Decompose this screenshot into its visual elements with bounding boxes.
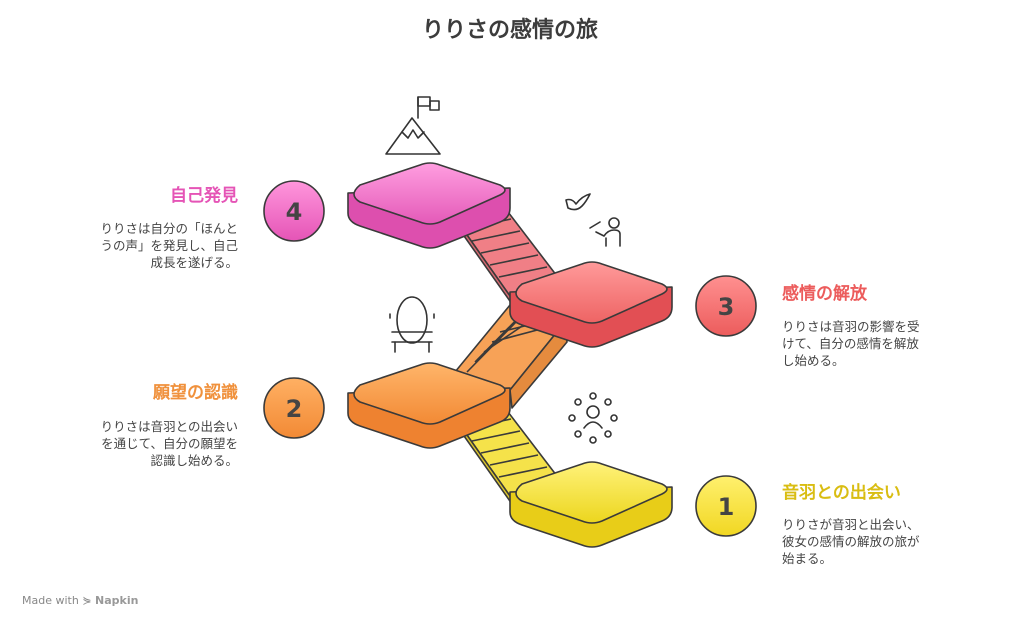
mountain-flag-icon bbox=[385, 96, 441, 155]
step-1-desc-line: りりさが音羽と出会い、 bbox=[782, 517, 920, 532]
staircase bbox=[347, 162, 673, 548]
step-1-description: りりさが音羽と出会い、 彼女の感情の解放の旅が 始まる。 bbox=[782, 516, 982, 567]
step-badge-2: 2 bbox=[263, 377, 325, 439]
step-number-4: 4 bbox=[286, 198, 303, 226]
step-3-description: りりさは音羽の影響を受 けて、自分の感情を解放 し始める。 bbox=[782, 318, 982, 369]
step-3-heading: 感情の解放 bbox=[782, 284, 867, 304]
step-3-desc-line: りりさは音羽の影響を受 bbox=[782, 319, 920, 334]
step-badge-1: 1 bbox=[695, 475, 757, 537]
napkin-logo-icon: ⋟ bbox=[82, 594, 92, 607]
mirror-icon bbox=[389, 296, 435, 353]
step-4-desc-line: うの声」を発見し、自己 bbox=[100, 238, 238, 253]
step-badge-4: 4 bbox=[263, 180, 325, 242]
step-3-desc-line: けて、自分の感情を解放 bbox=[782, 336, 919, 351]
step-number-1: 1 bbox=[718, 493, 735, 521]
step-badge-3: 3 bbox=[695, 275, 757, 337]
step-2-desc-line: を通じて、自分の願望を bbox=[101, 436, 238, 451]
step-3-desc-line: し始める。 bbox=[782, 353, 845, 368]
footer-credit[interactable]: Made with ⋟ Napkin bbox=[22, 594, 138, 607]
step-4-desc-line: 成長を遂げる。 bbox=[150, 255, 238, 270]
step-2-desc-line: りりさは音羽との出会い bbox=[100, 419, 238, 434]
step-1-desc-line: 彼女の感情の解放の旅が bbox=[782, 534, 920, 549]
step-1-heading: 音羽との出会い bbox=[782, 483, 901, 503]
people-circle-icon bbox=[568, 392, 618, 444]
footer-brand: Napkin bbox=[95, 594, 139, 607]
landing-4 bbox=[347, 162, 511, 249]
landing-3 bbox=[509, 261, 673, 348]
landing-1 bbox=[509, 461, 673, 548]
person-releasing-dove-icon bbox=[565, 193, 621, 247]
step-2-desc-line: 認識し始める。 bbox=[150, 453, 238, 468]
step-number-2: 2 bbox=[286, 395, 303, 423]
step-4-heading: 自己発見 bbox=[170, 186, 238, 206]
page-title: りりさの感情の旅 bbox=[421, 18, 598, 43]
step-2-description: りりさは音羽との出会い を通じて、自分の願望を 認識し始める。 bbox=[60, 418, 238, 469]
step-4-desc-line: りりさは自分の「ほんと bbox=[100, 221, 238, 236]
step-1-desc-line: 始まる。 bbox=[782, 551, 833, 566]
step-2-heading: 願望の認識 bbox=[153, 383, 238, 403]
step-number-3: 3 bbox=[718, 293, 735, 321]
step-4-description: りりさは自分の「ほんと うの声」を発見し、自己 成長を遂げる。 bbox=[60, 220, 238, 271]
footer-prefix: Made with bbox=[22, 594, 79, 607]
landing-2 bbox=[347, 362, 511, 449]
